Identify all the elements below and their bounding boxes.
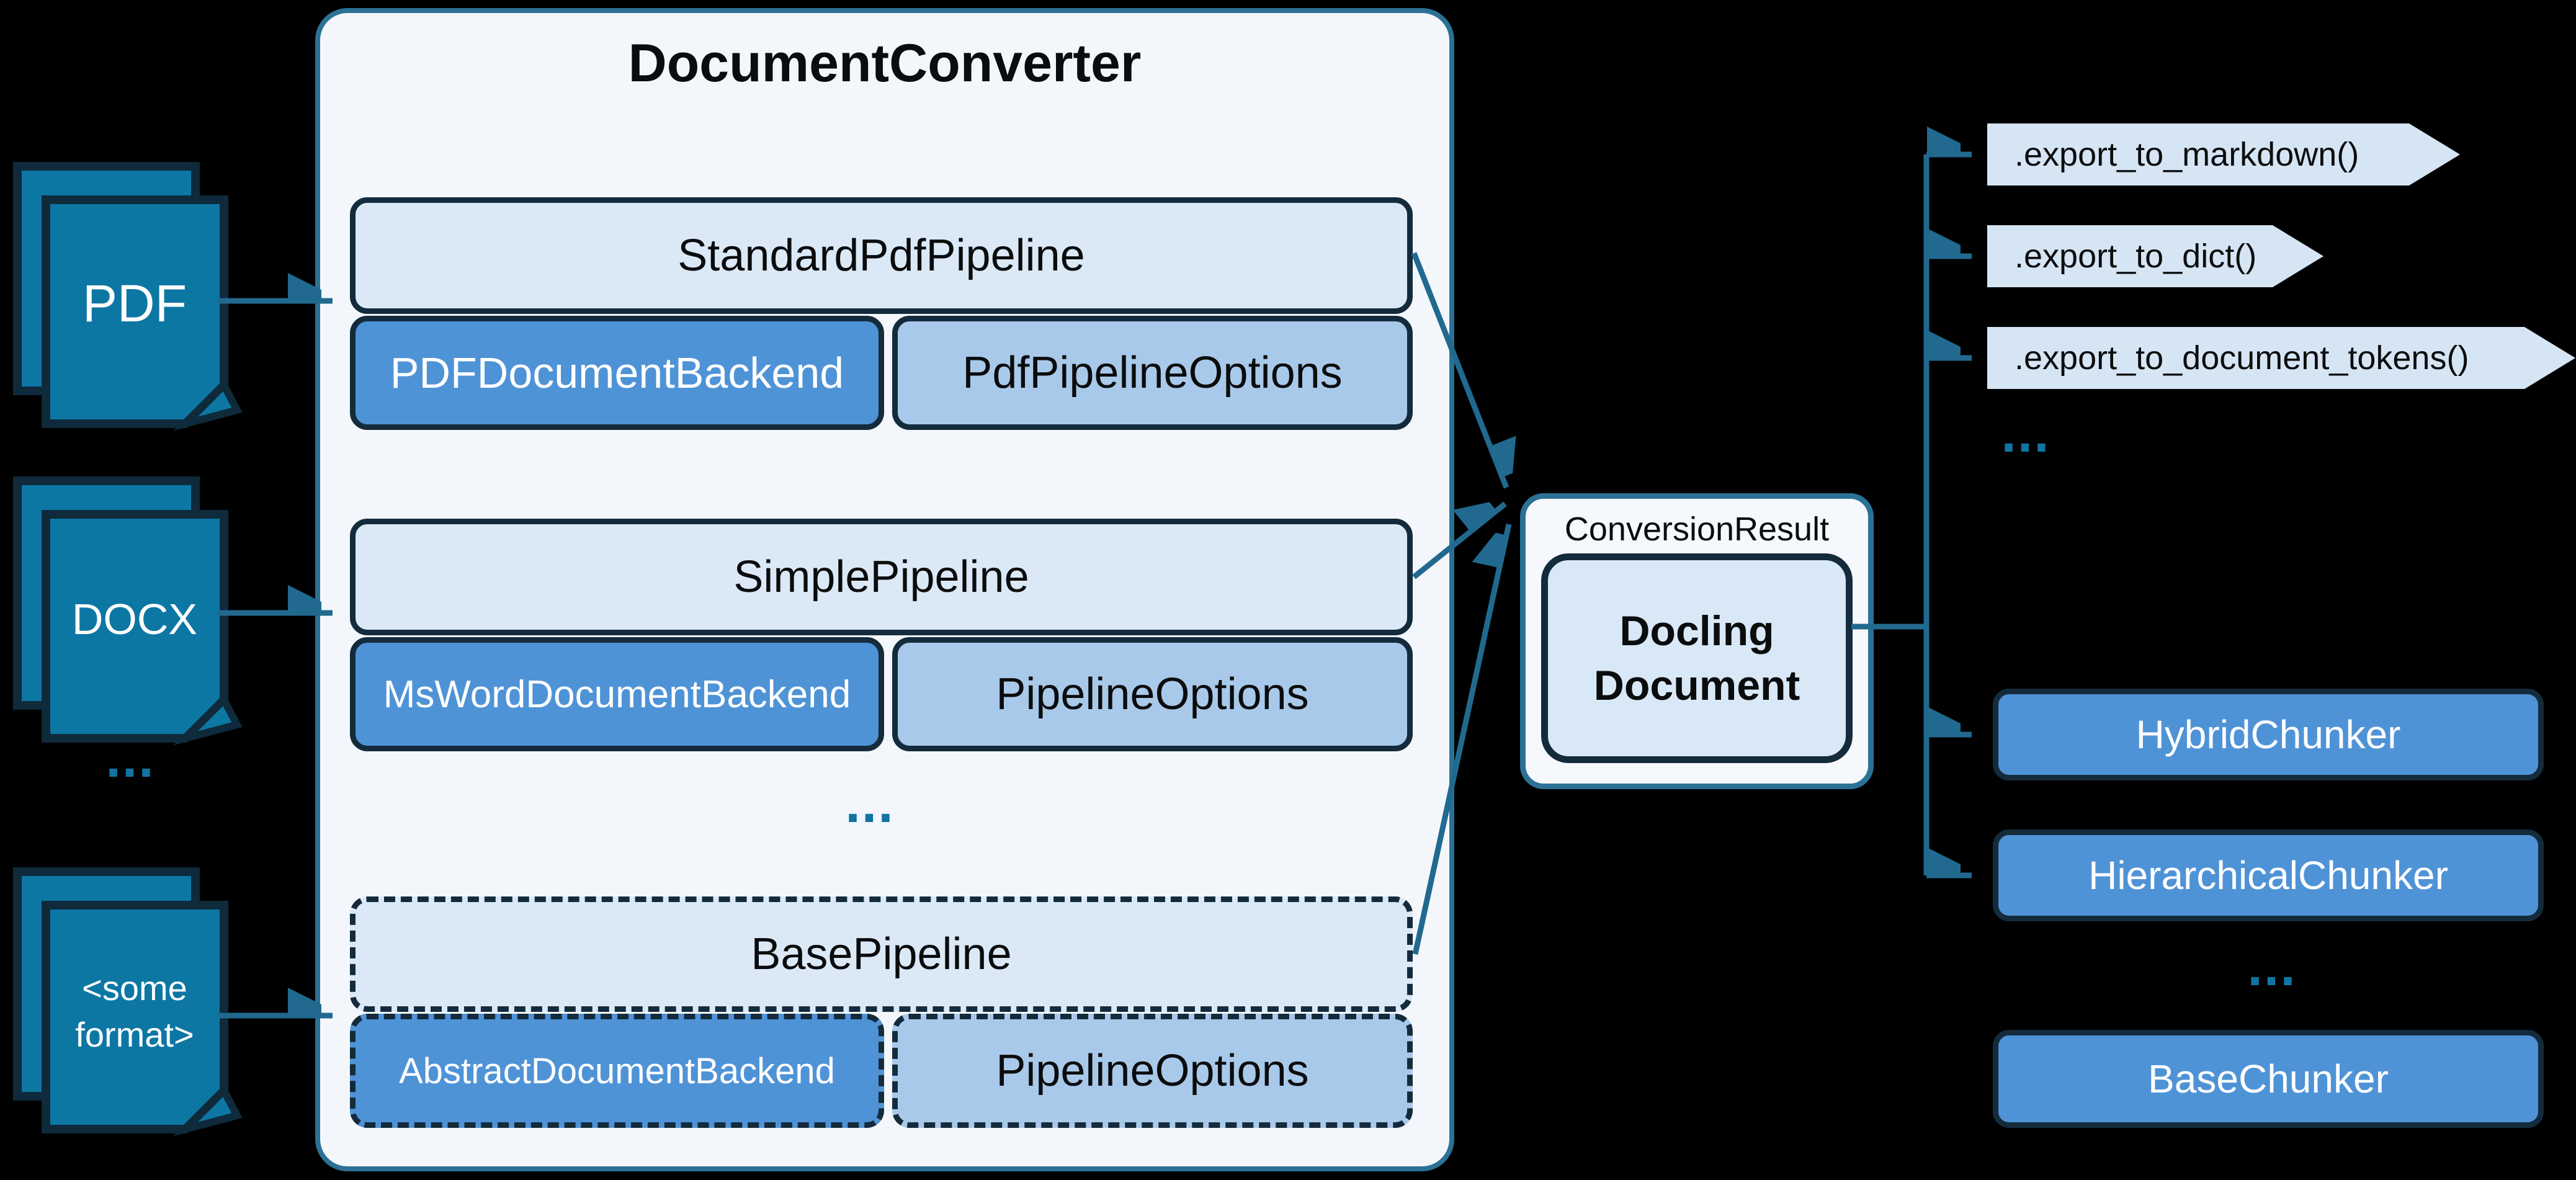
hybrid-chunker-box: HybridChunker xyxy=(1993,689,2544,780)
export-to-dict-chevron: .export_to_dict() xyxy=(1987,225,2323,287)
export-to-markdown-chevron: .export_to_markdown() xyxy=(1987,123,2460,185)
exports-ellipsis: ... xyxy=(2001,402,2051,463)
options-pdf-pipeline: PdfPipelineOptions xyxy=(892,316,1413,430)
docling-document-line1: Docling xyxy=(1619,607,1774,655)
options-base-pipeline: PipelineOptions xyxy=(892,1014,1413,1128)
docx-dog-ear xyxy=(173,693,243,746)
backend-abstract-document: AbstractDocumentBackend xyxy=(350,1014,884,1128)
base-chunker-box: BaseChunker xyxy=(1993,1030,2544,1128)
options-pipeline: PipelineOptions xyxy=(892,637,1413,751)
some-format-dog-ear xyxy=(173,1084,243,1137)
pdf-documents-icon: PDF xyxy=(13,162,243,431)
some-format-label-line2: format> xyxy=(75,1015,194,1054)
inputs-ellipsis: ... xyxy=(105,727,155,789)
export-to-document-tokens-chevron: .export_to_document_tokens() xyxy=(1987,327,2575,389)
hierarchical-chunker-box: HierarchicalChunker xyxy=(1993,829,2544,921)
pipelines-ellipsis: ... xyxy=(845,772,895,834)
chunkers-ellipsis: ... xyxy=(2247,936,2297,997)
docx-documents-icon: DOCX xyxy=(13,476,243,746)
docling-document-line2: Document xyxy=(1593,662,1800,709)
pdf-dog-ear xyxy=(173,378,243,431)
pipeline-standard-pdf: StandardPdfPipeline xyxy=(350,197,1413,314)
some-format-label-line1: <some xyxy=(82,968,187,1008)
pipeline-simple: SimplePipeline xyxy=(350,519,1413,635)
docx-label: DOCX xyxy=(72,595,197,643)
backend-msword-document: MsWordDocumentBackend xyxy=(350,637,884,751)
pipeline-base: BasePipeline xyxy=(350,896,1413,1012)
pdf-label: PDF xyxy=(83,274,187,333)
some-format-documents-icon: <some format> xyxy=(13,867,243,1137)
document-converter-title: DocumentConverter xyxy=(628,33,1142,93)
conversion-result-label: ConversionResult xyxy=(1564,511,1830,548)
backend-pdf-document: PDFDocumentBackend xyxy=(350,316,884,430)
docling-document-box: Docling Document xyxy=(1541,553,1853,763)
